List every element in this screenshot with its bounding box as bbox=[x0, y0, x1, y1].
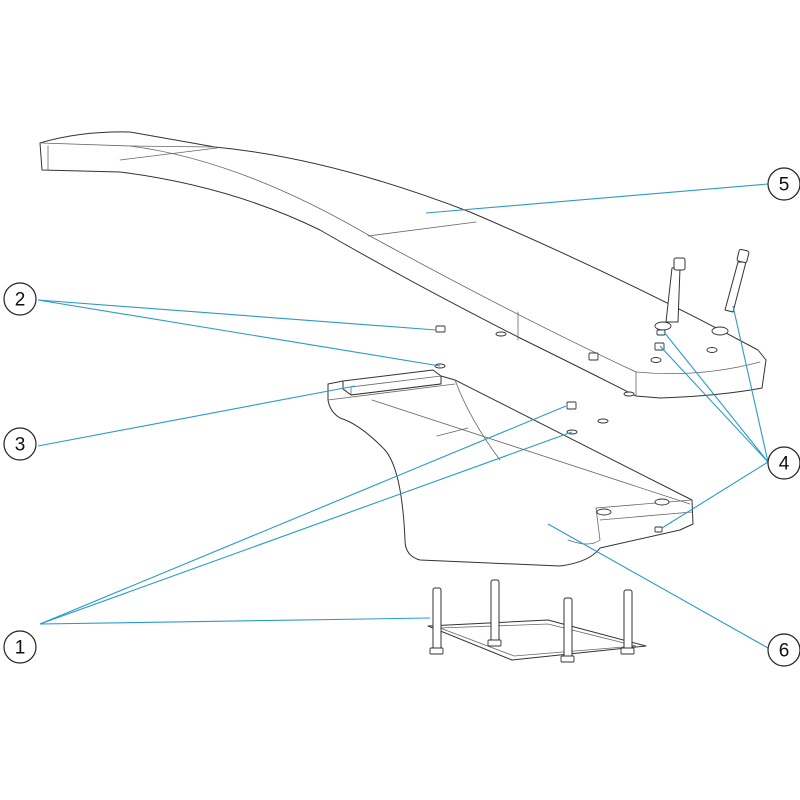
bolts bbox=[588, 248, 750, 361]
callout-lines bbox=[37, 183, 769, 649]
pedestal-stand bbox=[327, 375, 694, 567]
callout-2-label: 2 bbox=[15, 290, 26, 311]
callout-3-label: 3 bbox=[15, 435, 26, 456]
callout-1-label: 1 bbox=[15, 638, 26, 659]
callout-5-label: 5 bbox=[779, 175, 790, 196]
callout-6: 6 bbox=[767, 633, 800, 667]
callout-3: 3 bbox=[3, 427, 37, 461]
screws bbox=[566, 401, 578, 435]
callout-4-label: 4 bbox=[779, 454, 790, 475]
diving-board bbox=[39, 131, 767, 399]
washers bbox=[434, 325, 635, 424]
callout-2: 2 bbox=[3, 282, 37, 316]
callout-1: 1 bbox=[3, 630, 37, 664]
anchor-frame bbox=[427, 579, 647, 663]
callout-5: 5 bbox=[767, 167, 800, 201]
callout-4: 4 bbox=[767, 446, 800, 480]
callout-6-label: 6 bbox=[779, 641, 790, 662]
